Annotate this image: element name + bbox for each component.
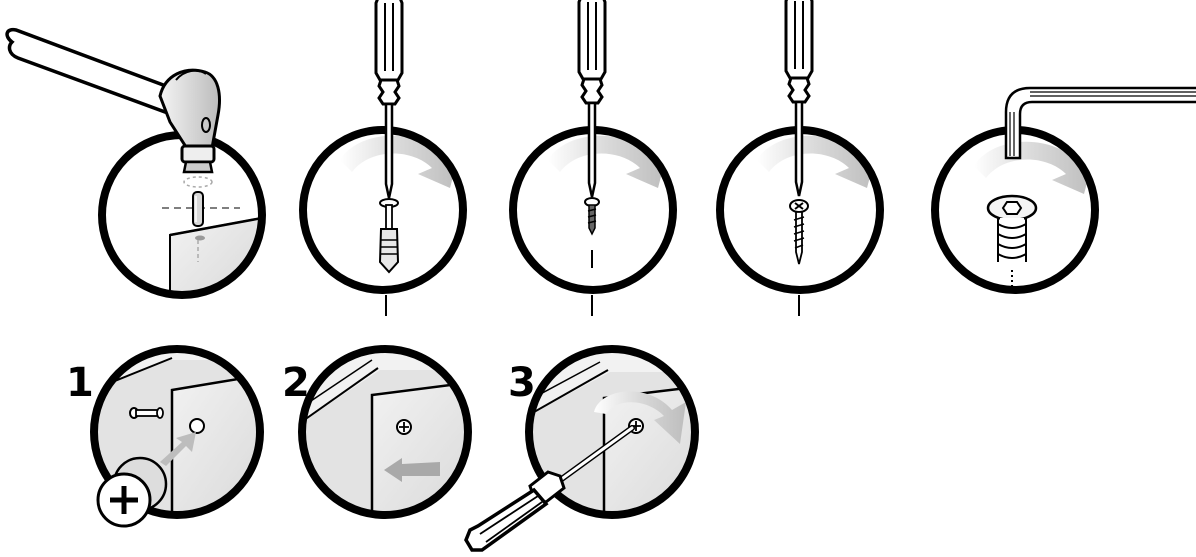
cam-bolt-icon (129, 407, 164, 419)
step-number: 2 (282, 360, 310, 406)
hammer-icon (5, 27, 221, 174)
panel-hammer-dowel (5, 27, 266, 299)
screwdriver-icon (464, 425, 635, 552)
step-2-panel: 2 (282, 345, 472, 519)
panel-screwdriver-anchor (299, 0, 467, 316)
short-screw-icon (584, 197, 600, 236)
wood-screw-icon (789, 199, 809, 265)
hex-bolt-icon (986, 194, 1038, 290)
step-number: 1 (66, 360, 94, 406)
panel-screwdriver-short-screw (509, 0, 677, 316)
rotate-clockwise-arrow-icon (594, 391, 686, 444)
cam-lock-icon (96, 456, 168, 528)
allen-key-icon (1004, 86, 1196, 160)
screw-head-icon (396, 419, 412, 435)
panel-screwdriver-wood-screw (716, 0, 884, 316)
step-1-panel: 1 (66, 345, 264, 528)
dowel-icon (192, 191, 204, 227)
panel-allen-key-bolt (931, 86, 1196, 294)
slide-left-arrow-icon (384, 458, 440, 482)
step-number: 3 (508, 360, 536, 406)
step-3-panel: 3 (464, 345, 699, 552)
wall-anchor-icon (378, 198, 400, 274)
